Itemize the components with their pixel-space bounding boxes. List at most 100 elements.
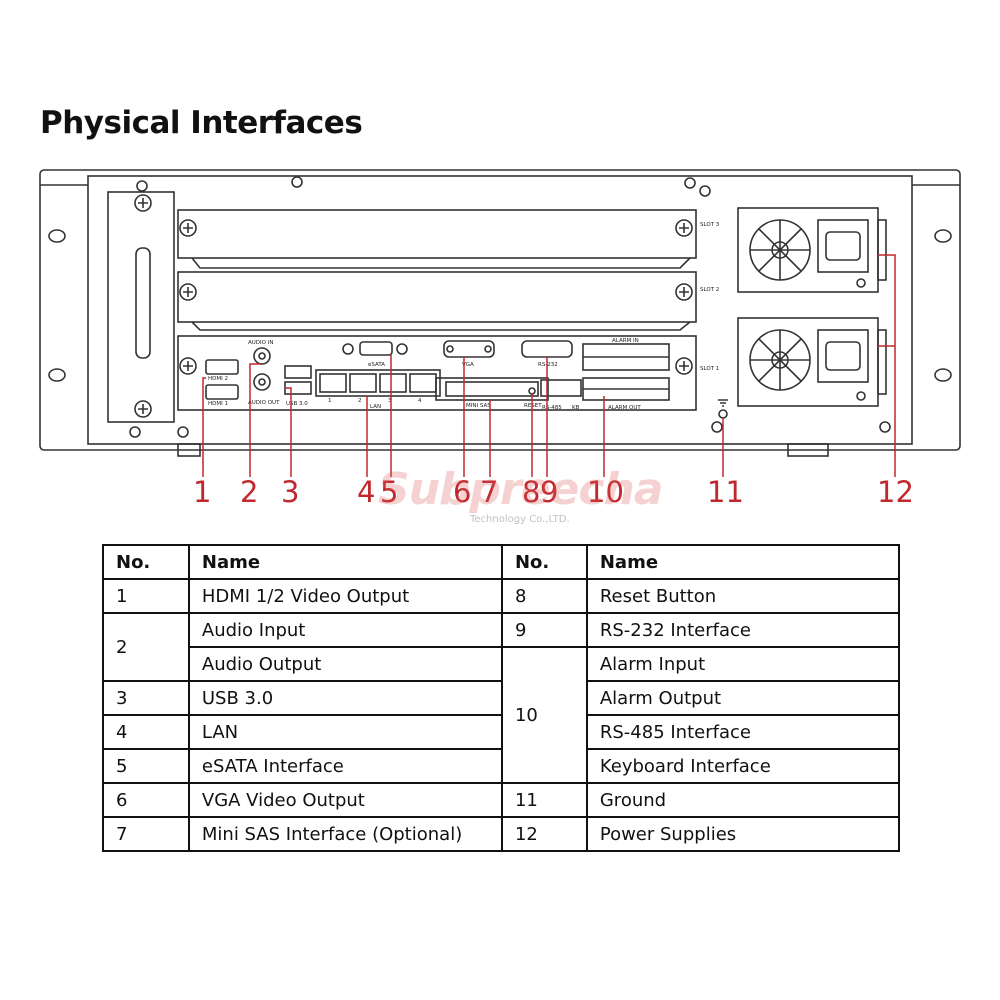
cell-name: RS-485 Interface: [585, 714, 901, 750]
rack-hole-icon: [48, 368, 66, 382]
lan-block: [315, 369, 441, 397]
lan-port-number: 1: [328, 398, 332, 404]
slot-1-label: SLOT 1: [700, 366, 719, 372]
callout-1: 1: [193, 475, 212, 509]
rs485-label: RS-485: [542, 405, 562, 411]
left-bay: [107, 191, 175, 423]
table-row: Audio Output 10 Alarm Input: [103, 646, 901, 784]
cell-name: USB 3.0: [187, 680, 503, 716]
table-row: 1 HDMI 1/2 Video Output 8 Reset Button: [102, 578, 901, 614]
usb-port: [284, 381, 312, 395]
hdmi-2-port: [205, 359, 239, 375]
header-no: No.: [102, 544, 190, 580]
ground-terminal-icon: [718, 409, 728, 419]
table-row: 5 eSATA Interface Keyboard Interface: [102, 748, 901, 784]
cell-no: 9: [500, 612, 588, 648]
page-title: Physical Interfaces: [40, 105, 363, 141]
rack-hole-icon: [934, 229, 952, 243]
cell-no: 6: [102, 782, 190, 818]
slot-2: [177, 271, 697, 323]
cell-name: eSATA Interface: [187, 748, 503, 784]
callout-8: 8: [522, 475, 541, 509]
cell-name: Audio Input: [187, 612, 503, 648]
callout-6: 6: [453, 475, 472, 509]
cell-name: HDMI 1/2 Video Output: [187, 578, 503, 614]
cell-name: Alarm Input: [585, 646, 901, 682]
lan-port-number: 4: [418, 398, 422, 404]
reset-button-icon: [528, 387, 536, 395]
table-row: 3 USB 3.0 Alarm Output: [102, 680, 901, 716]
vga-port: [443, 340, 495, 358]
rack-hole-icon: [934, 368, 952, 382]
left-bay-handle: [135, 247, 151, 359]
lan-label: LAN: [370, 404, 381, 410]
cell-no: 12: [500, 816, 588, 852]
cell-name: Power Supplies: [585, 816, 901, 852]
interface-table: No. Name No. Name 1 HDMI 1/2 Video Outpu…: [102, 544, 901, 852]
cell-no: 8: [500, 578, 588, 614]
header-no: No.: [500, 544, 588, 580]
callout-leaders: [202, 254, 896, 477]
kb-label: KB: [572, 405, 580, 411]
header-name: Name: [585, 544, 901, 580]
slot-2-label: SLOT 2: [700, 287, 719, 293]
cell-no: 7: [102, 816, 190, 852]
psu-inlet-icon: [817, 329, 869, 383]
slot-3: [177, 209, 697, 259]
psu-inlet-icon: [817, 219, 869, 273]
rs232-port: [521, 340, 573, 358]
chassis-body: [87, 175, 913, 445]
usb-label: USB 3.0: [286, 401, 308, 407]
mini-sas-label: MINI SAS: [466, 403, 491, 409]
cell-no: 1: [102, 578, 190, 614]
table-row: 7 Mini SAS Interface (Optional) 12 Power…: [102, 816, 901, 852]
alarm-out-label: ALARM OUT: [608, 405, 641, 411]
rs485-terminal: [540, 379, 582, 397]
esata-port: [359, 341, 393, 356]
table-row: 6 VGA Video Output 11 Ground: [102, 782, 901, 818]
cell-no: 4: [102, 714, 190, 750]
cell-name: LAN: [187, 714, 503, 750]
callout-12: 12: [877, 475, 914, 509]
callout-9: 9: [540, 475, 559, 509]
audio-out-label: AUDIO OUT: [248, 400, 280, 406]
vga-label: VGA: [462, 362, 474, 368]
header-name: Name: [187, 544, 503, 580]
cell-no: 2: [102, 612, 190, 682]
rear-panel-diagram: SLOT 3 SLOT 2 SLOT 1 HDMI 2 HDMI 1 AUDIO…: [39, 169, 961, 477]
foot: [177, 443, 201, 457]
cell-name: RS-232 Interface: [585, 612, 901, 648]
audio-in-label: AUDIO IN: [248, 340, 273, 346]
rack-hole-icon: [48, 229, 66, 243]
hdmi-1-label: HDMI 1: [208, 401, 228, 407]
usb-port: [284, 365, 312, 379]
table-row: 2 Audio Input 9 RS-232 Interface: [102, 612, 901, 682]
callout-2: 2: [240, 475, 259, 509]
audio-in-jack: [253, 347, 271, 365]
hdmi-2-label: HDMI 2: [208, 376, 228, 382]
callout-5: 5: [380, 475, 399, 509]
callout-10: 10: [587, 475, 624, 509]
foot: [787, 443, 829, 457]
mini-sas-port: [435, 377, 549, 401]
table-header-row: No. Name No. Name: [102, 544, 901, 580]
cell-name: Alarm Output: [585, 680, 901, 716]
esata-label: eSATA: [368, 362, 385, 368]
callout-11: 11: [707, 475, 744, 509]
audio-out-jack: [253, 373, 271, 391]
cell-name: Keyboard Interface: [585, 748, 901, 784]
callout-7: 7: [480, 475, 499, 509]
cell-no: 11: [500, 782, 588, 818]
rs232-label: RS-232: [538, 362, 558, 368]
chassis-outline: [39, 169, 961, 451]
reset-label: RESET: [524, 403, 542, 409]
cell-no: 5: [102, 748, 190, 784]
callout-3: 3: [281, 475, 300, 509]
cell-name: Ground: [585, 782, 901, 818]
table-row: 4 LAN RS-485 Interface: [102, 714, 901, 750]
slot-3-label: SLOT 3: [700, 222, 720, 228]
cell-name: Mini SAS Interface (Optional): [187, 816, 503, 852]
cell-name: Audio Output: [187, 646, 503, 682]
power-supply-2: [737, 317, 879, 407]
lan-port-number: 3: [388, 398, 392, 404]
